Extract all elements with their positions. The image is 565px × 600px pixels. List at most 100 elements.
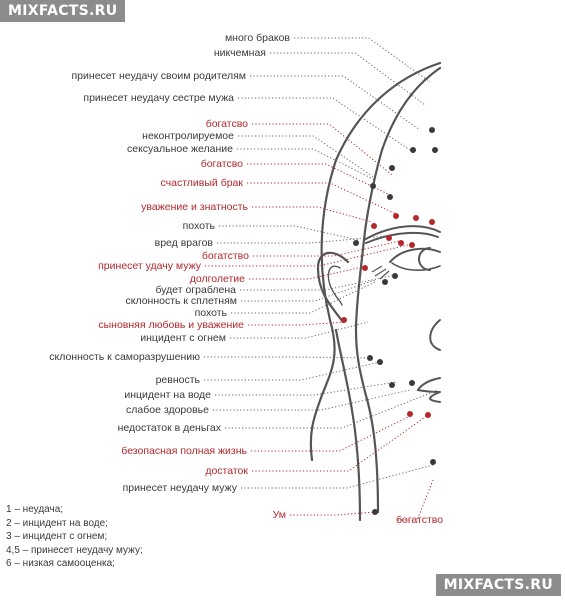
point-red [386,235,392,241]
leader-line [238,97,411,151]
label-l6: неконтролируемое [142,130,234,142]
label-l20: инцидент с огнем [140,332,226,344]
label-l12: вред врагов [154,237,213,249]
leader-line [247,182,399,216]
watermark-bottom: MIXFACTS.RU [435,574,561,596]
point-red [341,317,347,323]
face-contour-line [354,66,442,514]
hair-outer-line [309,61,442,462]
legend: 1 – неудача; 2 – инцидент на воде; 3 – и… [6,503,143,571]
leader-line [219,225,359,241]
label-l14: принесет удачу мужу [98,260,201,272]
lips [416,377,441,403]
label-l21: склонность к саморазрушению [49,351,200,363]
point-dark [389,165,395,171]
label-l1: много браков [224,32,290,44]
point-dark [430,459,436,465]
label-l8: богатсво [200,158,243,170]
label-l10: уважение и знатность [141,201,248,213]
leader-line [204,361,381,381]
eye-iris [418,247,431,271]
point-red [409,242,415,248]
leader-line [248,321,346,326]
face-outline [309,61,442,522]
leader-line [252,123,393,176]
leader-line [213,389,411,411]
leader-line [230,321,369,339]
label-l7: сексуальное желание [127,143,233,155]
label-l22: ревность [155,374,200,386]
leader-line [231,281,376,314]
point-dark [370,183,376,189]
leader-line [290,511,376,516]
leader-line [204,356,371,359]
label-l25: недостаток в деньгах [117,422,221,434]
point-dark [377,359,383,365]
label-l23: инцидент на воде [124,389,211,401]
legend-item: 4,5 – принесет неудачу мужу; [6,544,143,556]
point-red [393,213,399,219]
leader-line [253,240,401,257]
point-dark [392,273,398,279]
point-red [398,240,404,246]
legend-item: 6 – низкая самооценка; [6,558,115,569]
label-l4: принесет неудачу сестре мужа [83,92,234,104]
eye-upper-lid [389,247,441,263]
leader-line [249,267,359,280]
eyebrow [363,225,441,244]
leader-line [252,414,429,472]
eyelashes [371,265,390,280]
point-red [429,219,435,225]
label-l24: слабое здоровье [126,404,209,416]
legend-item: 1 – неудача; [6,504,64,515]
point-red [425,412,431,418]
point-red [407,411,413,417]
point-dark [410,147,416,153]
legend-item: 3 – инцидент с огнем; [6,531,108,542]
leader-line [250,75,421,131]
leader-line [240,274,396,291]
leader-line [205,243,413,267]
label-l16: будет ограблена [155,284,236,296]
nose-curve [429,319,441,351]
leader-line [241,279,376,302]
leader-line [217,235,389,244]
label-l17: склонность к сплетням [125,295,237,307]
label-l13: богатство [201,250,249,262]
point-red [362,265,368,271]
point-dark [382,279,388,285]
leader-line [270,52,426,106]
eye-lower-lid [391,262,441,271]
label-l15: долголетие [189,273,245,285]
leader-line [294,37,431,83]
label-l3: принесет неудачу своим родителям [71,70,247,82]
leader-line [251,414,413,452]
leader-line [215,381,397,396]
point-dark [353,240,359,246]
ear-inner [327,265,343,306]
leader-line [398,479,434,521]
label-l27: достаток [205,465,248,477]
leader-line [238,135,376,179]
point-dark [429,127,435,133]
point-red [413,215,419,221]
label-l30: богатство [396,514,444,526]
leader-line [237,148,376,181]
point-dark [389,382,395,388]
point-dark [387,194,393,200]
label-l9: счастливый брак [160,177,243,189]
label-l29: Ум [272,509,286,521]
ear-outline [316,251,350,324]
neck-line [334,328,362,522]
point-dark [432,147,438,153]
label-l11: похоть [182,220,215,232]
label-l2: никчемная [213,47,266,59]
label-l28: принесет неудачу мужу [122,482,237,494]
point-dark [409,380,415,386]
label-l5: богатсво [205,118,248,130]
label-l19: сыновняя любовь и уважение [98,319,244,331]
leader-line [252,206,373,223]
watermark-top: MIXFACTS.RU [0,0,126,22]
label-l26: безопасная полная жизнь [121,445,247,457]
